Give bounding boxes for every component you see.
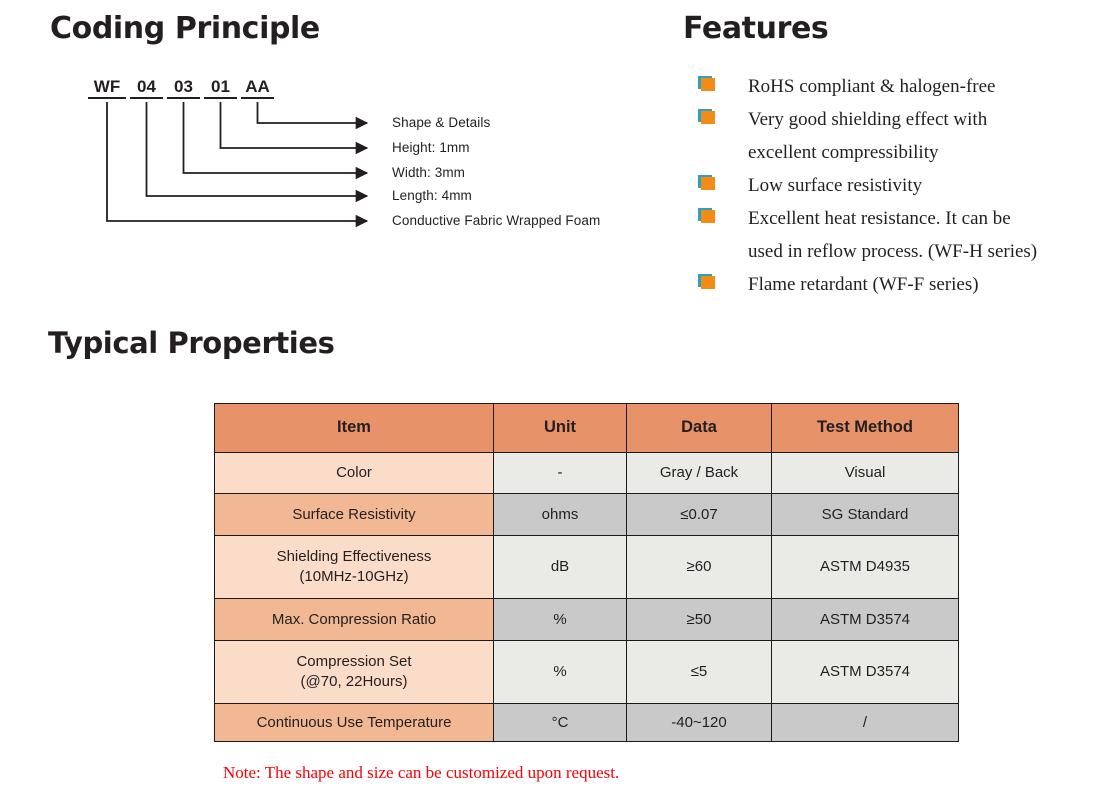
cell-unit: °C xyxy=(493,703,627,742)
cell-method: ASTM D4935 xyxy=(771,535,959,599)
cell-method: ASTM D3574 xyxy=(771,598,959,641)
cell-item: Shielding Effectiveness (10MHz-10GHz) xyxy=(214,535,494,599)
feature-text: RoHS compliant & halogen-free xyxy=(748,76,996,97)
column-header-unit: Unit xyxy=(493,403,627,453)
typical-properties-table: Item Unit Data Test Method Color - Gray … xyxy=(214,403,959,742)
table-row: Continuous Use Temperature °C -40~120 / xyxy=(214,703,959,742)
feature-item: Low surface resistivity xyxy=(698,169,1098,202)
page-title-features: Features xyxy=(683,11,829,46)
bullet-square-icon xyxy=(698,76,716,92)
feature-text: Very good shielding effect with excellen… xyxy=(748,109,988,163)
cell-data: ≤0.07 xyxy=(626,493,772,536)
feature-text: Low surface resistivity xyxy=(748,175,923,196)
cell-item: Compression Set (@70, 22Hours) xyxy=(214,640,494,704)
cell-unit: % xyxy=(493,640,627,704)
bullet-square-icon xyxy=(698,274,716,290)
code-segment-prefix: WF xyxy=(88,77,126,99)
cell-data: ≥60 xyxy=(626,535,772,599)
bullet-square-icon xyxy=(698,109,716,125)
code-segment-length: 04 xyxy=(130,77,163,99)
leader-label-shape: Shape & Details xyxy=(392,115,491,130)
cell-method: ASTM D3574 xyxy=(771,640,959,704)
cell-unit: ohms xyxy=(493,493,627,536)
table-note: Note: The shape and size can be customiz… xyxy=(223,763,620,782)
feature-item: Flame retardant (WF-F series) xyxy=(698,268,1098,301)
cell-data: Gray / Back xyxy=(626,452,772,494)
leader-lines xyxy=(106,102,369,228)
page-title-typical-properties: Typical Properties xyxy=(48,326,335,360)
cell-method: / xyxy=(771,703,959,742)
feature-item: RoHS compliant & halogen-free xyxy=(698,70,1098,103)
column-header-data: Data xyxy=(626,403,772,453)
cell-item: Color xyxy=(214,452,494,494)
code-segment-shape: AA xyxy=(241,77,274,99)
cell-unit: - xyxy=(493,452,627,494)
cell-method: SG Standard xyxy=(771,493,959,536)
code-segment-width: 03 xyxy=(167,77,200,99)
cell-unit: dB xyxy=(493,535,627,599)
column-header-test-method: Test Method xyxy=(771,403,959,453)
cell-method: Visual xyxy=(771,452,959,494)
feature-text: Excellent heat resistance. It can be use… xyxy=(748,208,1038,262)
cell-data: ≥50 xyxy=(626,598,772,641)
bullet-square-icon xyxy=(698,208,716,224)
table-header-row: Item Unit Data Test Method xyxy=(214,403,959,453)
cell-data: -40~120 xyxy=(626,703,772,742)
table-row: Surface Resistivity ohms ≤0.07 SG Standa… xyxy=(214,493,959,536)
table-row: Compression Set (@70, 22Hours) % ≤5 ASTM… xyxy=(214,640,959,704)
feature-text: Flame retardant (WF-F series) xyxy=(748,274,979,295)
features-list: RoHS compliant & halogen-free Very good … xyxy=(698,70,1098,301)
bullet-square-icon xyxy=(698,175,716,191)
table-row: Shielding Effectiveness (10MHz-10GHz) dB… xyxy=(214,535,959,599)
feature-item: Excellent heat resistance. It can be use… xyxy=(698,202,1098,268)
leader-label-width: Width: 3mm xyxy=(392,165,466,180)
table-row: Max. Compression Ratio % ≥50 ASTM D3574 xyxy=(214,598,959,641)
cell-item: Continuous Use Temperature xyxy=(214,703,494,742)
column-header-item: Item xyxy=(214,403,494,453)
table-row: Color - Gray / Back Visual xyxy=(214,452,959,494)
leader-label-height: Height: 1mm xyxy=(392,140,470,155)
cell-data: ≤5 xyxy=(626,640,772,704)
cell-item: Max. Compression Ratio xyxy=(214,598,494,641)
page-title-coding-principle: Coding Principle xyxy=(50,11,320,46)
coding-principle-diagram: WF 04 03 01 AA Shape & Details Height: 1… xyxy=(0,62,660,242)
cell-item: Surface Resistivity xyxy=(214,493,494,536)
feature-item: Very good shielding effect with excellen… xyxy=(698,103,1098,169)
leader-label-length: Length: 4mm xyxy=(392,188,472,203)
code-segment-height: 01 xyxy=(204,77,237,99)
leader-label-material: Conductive Fabric Wrapped Foam xyxy=(392,213,601,228)
cell-unit: % xyxy=(493,598,627,641)
